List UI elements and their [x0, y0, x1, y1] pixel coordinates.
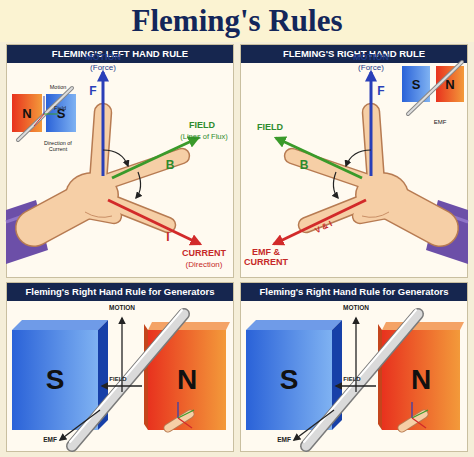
panel-header: Fleming's Right Hand Rule for Generators — [241, 283, 467, 301]
left-inset-wire — [18, 88, 72, 140]
illustration-shape — [18, 88, 72, 140]
magnet-pole: S — [46, 94, 76, 132]
page-title: Fleming's Rules — [0, 0, 474, 42]
pole-letter: S — [57, 106, 66, 121]
illustration-shape — [408, 62, 462, 114]
panel-header: Fleming's Right Hand Rule for Generators — [7, 283, 233, 301]
left-hand-drawing — [6, 72, 200, 264]
generator-left-drawing — [12, 310, 230, 446]
magnet-pole: N — [436, 66, 464, 102]
illustration-shape — [34, 114, 44, 126]
rule-panel: Fleming's Right Hand Rule for Generators… — [6, 282, 234, 452]
illustration-shape — [18, 88, 72, 140]
magnet-pole: S — [246, 330, 332, 430]
rule-panel: FLEMING'S LEFT HAND RULE N S — [6, 44, 234, 278]
magnet-pole: N — [148, 330, 226, 430]
pole-letter: N — [177, 364, 197, 396]
panel-header: FLEMING'S RIGHT HAND RULE — [241, 45, 467, 63]
magnet-pole: S — [402, 66, 430, 102]
illustration-shape — [44, 114, 58, 115]
magnet-pole: N — [382, 330, 460, 430]
illustration-shape — [44, 96, 45, 114]
right-inset-wire — [408, 62, 462, 114]
pole-letter: S — [280, 364, 299, 396]
rule-panel: Fleming's Right Hand Rule for Generators… — [240, 282, 468, 452]
magnet-pole: N — [12, 94, 42, 132]
panel-header: FLEMING'S LEFT HAND RULE — [7, 45, 233, 63]
pole-letter: N — [445, 77, 454, 92]
generator-right-drawing — [246, 310, 464, 446]
pole-letter: S — [412, 77, 421, 92]
illustration-shape — [408, 62, 462, 114]
pole-letter: N — [22, 106, 31, 121]
right-hand-drawing — [274, 72, 468, 264]
magnet-pole: S — [12, 330, 98, 430]
rule-panel: FLEMING'S RIGHT HAND RULE S N — [240, 44, 468, 278]
pole-letter: N — [411, 364, 431, 396]
pole-letter: S — [46, 364, 65, 396]
